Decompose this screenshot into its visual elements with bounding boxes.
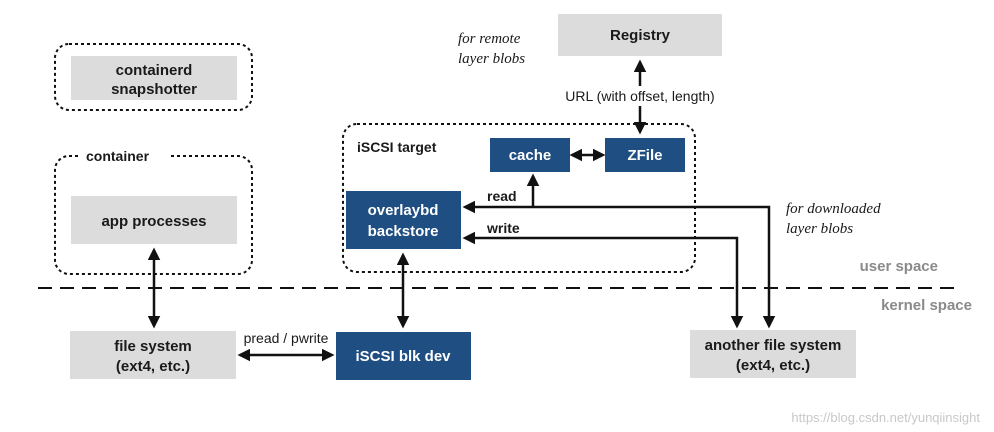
containerd-snapshotter-line1: containerd [116,62,193,79]
kernel-space-label: kernel space [881,297,972,314]
registry-label: Registry [610,27,671,44]
file-system-line2: (ext4, etc.) [116,358,190,375]
read-arrow [462,200,776,329]
file-system-line1: file system [114,338,192,355]
app-processes-label: app processes [101,213,206,230]
url-edge-label: URL (with offset, length) [565,88,714,104]
remote-blobs-note-line1: for remote [458,31,521,47]
registry-box [558,14,722,56]
containerd-snapshotter-box [71,56,237,100]
url-label-bg [560,86,722,106]
cache-box [490,138,570,172]
overlaybd-backstore-box [346,191,461,249]
watermark-text: https://blog.csdn.net/yunqiinsight [791,410,980,425]
iscsi-target-label: iSCSI target [357,139,437,155]
container-label-bg [80,146,168,166]
iscsi-blk-dev-label: iSCSI blk dev [355,348,451,365]
write-edge-label: write [486,220,520,236]
another-file-system-box [690,330,856,378]
write-arrow [462,231,744,329]
container-label: container [86,148,150,164]
downloaded-blobs-note-line1: for downloaded [786,201,881,217]
iscsi-blk-dev-box [336,332,471,380]
file-system-box [70,331,236,379]
containerd-snapshotter-frame [54,43,253,111]
user-space-label: user space [860,258,938,275]
zfile-label: ZFile [627,147,662,164]
containerd-snapshotter-line2: snapshotter [111,81,197,98]
downloaded-blobs-note-line2: layer blobs [786,221,853,237]
app-processes-box [71,196,237,244]
another-file-system-line2: (ext4, etc.) [736,357,810,374]
read-edge-label: read [487,188,517,204]
pread-pwrite-label: pread / pwrite [244,330,329,346]
overlaybd-backstore-line1: overlaybd [368,202,439,219]
zfile-box [605,138,685,172]
cache-label: cache [509,147,552,164]
overlaybd-backstore-line2: backstore [368,223,439,240]
another-file-system-line1: another file system [705,337,842,354]
remote-blobs-note-line2: layer blobs [458,51,525,67]
